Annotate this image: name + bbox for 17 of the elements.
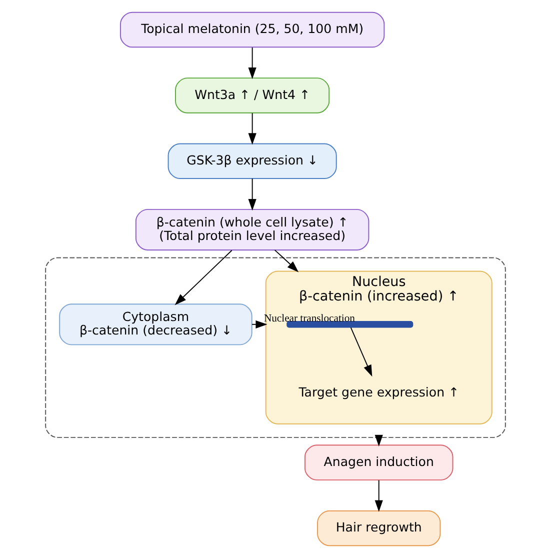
node-text: Target gene expression ↑ xyxy=(298,384,459,400)
arrow xyxy=(248,178,256,211)
arrow xyxy=(274,250,298,272)
arrow xyxy=(350,327,372,377)
node-box: Wnt3a ↑ / Wnt4 ↑ xyxy=(174,78,330,114)
arrow xyxy=(251,320,267,328)
node-box: Anagen induction xyxy=(304,444,453,480)
cluster xyxy=(44,257,506,438)
node-box: GSK-3β expression ↓ xyxy=(167,143,336,180)
arrow xyxy=(374,480,382,512)
node-box: Cytoplasm β-catenin (decreased) ↓ xyxy=(58,304,252,346)
node-box: β-catenin (whole cell lysate) ↑ (Total protein level increased) xyxy=(134,208,369,250)
node-box: Topical melatonin (25, 50, 100 mM) xyxy=(119,12,384,48)
node-box: Hair regrowth xyxy=(316,510,440,546)
node-helix xyxy=(286,321,413,328)
arrow xyxy=(248,47,256,80)
arrow xyxy=(248,112,256,145)
